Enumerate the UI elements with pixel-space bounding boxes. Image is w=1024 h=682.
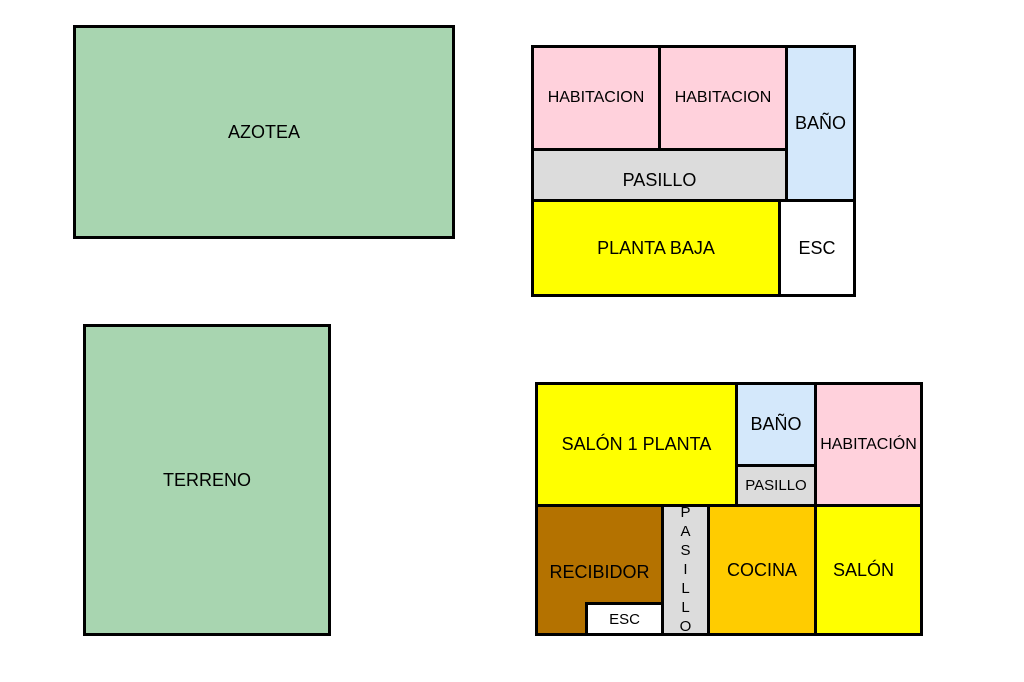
room-stairs-upper: ESC (778, 199, 856, 297)
room-ground-floor: PLANTA BAJA (531, 199, 781, 297)
room-hallway-upper-label: PASILLO (622, 170, 697, 190)
room-bedroom-lower-label: HABITACIÓN (820, 435, 917, 453)
room-bathroom-lower: BAÑO (735, 382, 817, 467)
room-living-label: SALÓN (833, 559, 895, 580)
land-plan: TERRENO (83, 324, 331, 636)
room-bedroom-2-label: HABITACION (674, 89, 772, 106)
roof-label: AZOTEA (227, 121, 300, 142)
room-living-first-floor-label: SALÓN 1 PLANTA (561, 434, 712, 454)
room-hallway-vertical: PASILLO (661, 503, 710, 637)
room-bedroom-lower: HABITACIÓN (814, 382, 923, 507)
room-hallway-vertical-label: PASILLO (677, 503, 694, 637)
room-stairs-lower: ESC (585, 602, 664, 636)
room-hallway-small: PASILLO (735, 464, 817, 507)
room-living: SALÓN (814, 504, 923, 636)
room-hallway-upper: PASILLO (531, 148, 788, 202)
land-label: TERRENO (162, 469, 251, 490)
room-ground-floor-label: PLANTA BAJA (597, 237, 715, 258)
room-lobby-label: RECIBIDOR (549, 562, 650, 582)
room-kitchen: COCINA (707, 504, 817, 636)
roof-plan: AZOTEA (73, 25, 455, 239)
room-bathroom-lower-label: BAÑO (750, 414, 802, 434)
room-bedroom-1-label: HABITACION (547, 89, 645, 106)
room-bedroom-2: HABITACION (658, 45, 788, 151)
room-stairs-lower-label: ESC (609, 610, 640, 628)
room-hallway-small-label: PASILLO (745, 477, 807, 494)
room-kitchen-label: COCINA (726, 559, 797, 580)
room-living-first-floor: SALÓN 1 PLANTA (535, 382, 738, 507)
room-bathroom-upper: BAÑO (785, 45, 856, 202)
room-bathroom-upper-label: BAÑO (794, 113, 846, 133)
room-bedroom-1: HABITACION (531, 45, 661, 151)
room-stairs-upper-label: ESC (798, 237, 836, 258)
